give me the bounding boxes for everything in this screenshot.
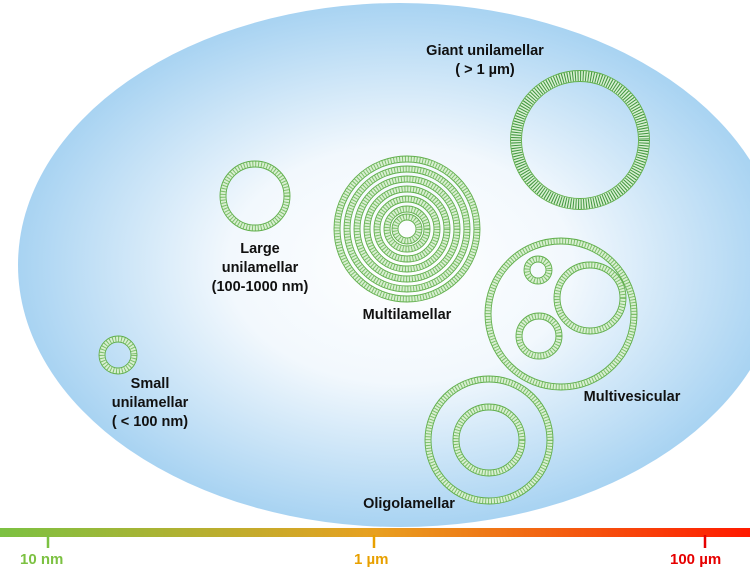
membrane-edge bbox=[510, 70, 650, 210]
lipid-pattern bbox=[384, 206, 430, 252]
membrane-edge bbox=[389, 211, 425, 247]
lipid-pattern bbox=[334, 156, 480, 302]
membrane-edge bbox=[430, 381, 548, 499]
label-small-line2: unilamellar bbox=[111, 395, 189, 411]
label-oligolamellar: Oligolamellar bbox=[363, 496, 455, 512]
membrane-edge bbox=[383, 205, 431, 253]
lipid-pattern bbox=[485, 238, 637, 390]
membrane-edge bbox=[515, 312, 563, 360]
membrane-edge bbox=[391, 213, 423, 245]
lipid-pattern bbox=[392, 214, 422, 244]
large-unilamellar-vesicle bbox=[219, 160, 291, 232]
label-giant-unilamellar: Giant unilamellar ( > 1 µm) bbox=[405, 42, 565, 80]
membrane-edge bbox=[353, 175, 461, 283]
membrane-edge bbox=[559, 267, 621, 329]
label-giant-line2: ( > 1 µm) bbox=[455, 62, 515, 78]
label-large-line1: Large bbox=[240, 241, 280, 257]
scale-label-100um: 100 µm bbox=[670, 551, 722, 568]
label-small-line3: ( < 100 nm) bbox=[111, 414, 189, 430]
inner-vesicle-large bbox=[553, 261, 627, 335]
label-large-line2: unilamellar bbox=[221, 260, 299, 276]
membrane-edge bbox=[523, 255, 553, 285]
lipid-pattern bbox=[524, 256, 552, 284]
membrane-edge bbox=[490, 243, 632, 385]
membrane-edge bbox=[529, 261, 547, 279]
multivesicular-vesicle bbox=[484, 237, 638, 391]
membrane-edge bbox=[225, 166, 285, 226]
oligolamellar-vesicle bbox=[424, 375, 554, 505]
membrane-edge bbox=[343, 165, 471, 293]
membrane-edge bbox=[359, 181, 455, 277]
multilamellar-vesicle bbox=[333, 155, 481, 303]
membrane-edge bbox=[452, 403, 526, 477]
scale-label-10nm: 10 nm bbox=[20, 551, 64, 568]
label-large-unilamellar: Large unilamellar (100-1000 nm) bbox=[190, 240, 330, 297]
lipid-pattern bbox=[516, 313, 562, 359]
label-multivesicular: Multivesicular bbox=[583, 389, 681, 405]
membrane-edge bbox=[458, 409, 520, 471]
membrane-edge bbox=[397, 219, 417, 239]
membrane-edge bbox=[373, 195, 441, 263]
size-scale-bar bbox=[0, 528, 750, 537]
lipid-pattern bbox=[364, 186, 450, 272]
membrane-edge bbox=[424, 375, 554, 505]
label-giant-line1: Giant unilamellar bbox=[426, 43, 544, 59]
lipid-pattern bbox=[554, 262, 626, 334]
membrane-edge bbox=[104, 341, 132, 369]
membrane-edge bbox=[339, 161, 475, 297]
lipid-pattern bbox=[425, 376, 553, 504]
inner-vesicle-small bbox=[523, 255, 553, 285]
scale-label-1um: 1 µm bbox=[354, 551, 389, 568]
inner-vesicle-medium bbox=[515, 312, 563, 360]
membrane-edge bbox=[363, 185, 451, 273]
membrane-edge bbox=[349, 171, 465, 287]
membrane-edge bbox=[333, 155, 481, 303]
membrane-edge bbox=[379, 201, 435, 257]
label-small-line1: Small bbox=[130, 376, 170, 392]
membrane-edge bbox=[553, 261, 627, 335]
label-large-line3: (100-1000 nm) bbox=[211, 279, 309, 295]
lipid-pattern bbox=[453, 404, 525, 476]
small-unilamellar-vesicle bbox=[98, 335, 138, 375]
membrane-edge bbox=[521, 81, 639, 199]
membrane-edge bbox=[484, 237, 638, 391]
lipid-pattern bbox=[220, 161, 290, 231]
vesicles bbox=[98, 70, 650, 505]
lipid-pattern bbox=[99, 336, 137, 374]
lipid-pattern bbox=[374, 196, 440, 262]
lipid-pattern bbox=[511, 71, 649, 209]
label-small-unilamellar: Small unilamellar ( < 100 nm) bbox=[95, 375, 205, 432]
giant-unilamellar-vesicle bbox=[510, 70, 650, 210]
label-multilamellar: Multilamellar bbox=[362, 307, 452, 323]
membrane-edge bbox=[98, 335, 138, 375]
lipid-pattern bbox=[344, 166, 470, 292]
membrane-edge bbox=[219, 160, 291, 232]
membrane-edge bbox=[521, 318, 557, 354]
membrane-edge bbox=[369, 191, 445, 267]
lipid-pattern bbox=[354, 176, 460, 282]
